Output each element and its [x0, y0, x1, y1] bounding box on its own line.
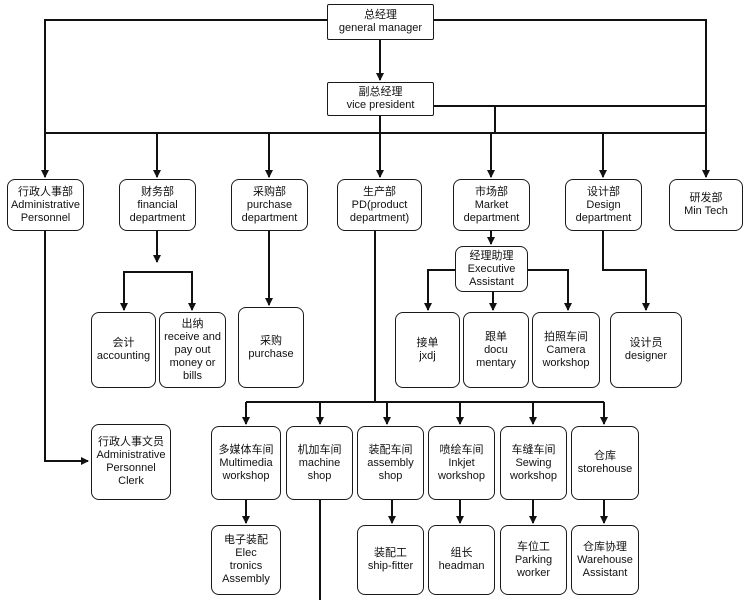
- node-market-department-en: Market department: [463, 198, 520, 224]
- node-rd-department-zh: 研发部: [689, 192, 723, 204]
- node-rd-department-en: Min Tech: [684, 205, 728, 217]
- node-warehouse-assistant-en: Warehouse Assistant: [577, 553, 633, 579]
- node-multimedia-workshop-en: Multimedia workshop: [219, 456, 273, 482]
- node-product-department-en: PD(product department): [349, 198, 410, 224]
- node-ship-fitter-en: ship-fitter: [367, 560, 414, 572]
- node-documentary-en: docu mentary: [476, 343, 516, 369]
- node-admin-personnel-zh: 行政人事部: [18, 185, 73, 198]
- node-assembly-shop: 装配车间 assembly shop: [357, 426, 424, 500]
- node-machine-shop: 机加车间 machine shop: [286, 426, 353, 500]
- node-storehouse-en: storehouse: [577, 463, 633, 475]
- node-market-department-zh: 市场部: [475, 185, 508, 198]
- node-purchase-department-en: purchase department: [241, 198, 298, 224]
- node-designer-en: designer: [624, 350, 668, 362]
- node-machine-shop-zh: 机加车间: [297, 443, 342, 456]
- node-general-manager: 总经理 general manager: [327, 4, 434, 40]
- node-financial-department-en: financial department: [129, 198, 186, 224]
- node-parking-worker-zh: 车位工: [517, 540, 550, 553]
- node-executive-assistant: 经理助理 Executive Assistant: [455, 246, 528, 292]
- node-accounting-en: accounting: [96, 350, 151, 362]
- node-financial-department-zh: 财务部: [141, 185, 174, 198]
- node-storehouse-zh: 仓库: [594, 450, 616, 462]
- node-inkjet-workshop-zh: 喷绘车间: [439, 443, 484, 456]
- node-multimedia-workshop: 多媒体车间 Multimedia workshop: [211, 426, 281, 500]
- node-assembly-shop-zh: 装配车间: [368, 443, 413, 456]
- node-camera-workshop-zh: 拍照车间: [544, 330, 588, 343]
- node-rd-department: 研发部 Min Tech: [669, 179, 743, 231]
- node-general-manager-en: general manager: [338, 22, 423, 34]
- node-parking-worker: 车位工 Parking worker: [500, 525, 567, 595]
- node-design-department: 设计部 Design department: [565, 179, 642, 231]
- node-sewing-workshop: 车缝车间 Sewing workshop: [500, 426, 567, 500]
- node-vice-president-en: vice president: [346, 99, 415, 111]
- node-warehouse-assistant: 仓库协理 Warehouse Assistant: [571, 525, 639, 595]
- node-camera-workshop-en: Camera workshop: [542, 343, 590, 369]
- node-purchase-department-zh: 采购部: [253, 185, 286, 198]
- node-electronics-assembly-zh: 电子装配: [224, 534, 268, 546]
- node-headman-zh: 组长: [450, 547, 473, 559]
- node-camera-workshop: 拍照车间 Camera workshop: [532, 312, 600, 388]
- node-jxdj-en: jxdj: [419, 350, 436, 362]
- node-inkjet-workshop-en: Inkjet workshop: [437, 456, 486, 482]
- node-cashier-en: receive and pay out money or bills: [164, 330, 221, 382]
- node-purchase-en: purchase: [248, 347, 294, 360]
- node-accounting-zh: 会计: [112, 337, 135, 349]
- node-designer-zh: 设计员: [629, 337, 663, 349]
- node-purchase-zh: 采购: [260, 334, 282, 347]
- node-sewing-workshop-zh: 车缝车间: [511, 443, 556, 456]
- node-market-department: 市场部 Market department: [453, 179, 530, 231]
- node-inkjet-workshop: 喷绘车间 Inkjet workshop: [428, 426, 495, 500]
- node-cashier-zh: 出纳: [181, 317, 204, 330]
- node-product-department-zh: 生产部: [363, 185, 396, 198]
- node-multimedia-workshop-zh: 多媒体车间: [218, 443, 274, 456]
- node-sewing-workshop-en: Sewing workshop: [509, 456, 558, 482]
- node-documentary-zh: 跟单: [485, 330, 507, 343]
- node-storehouse: 仓库 storehouse: [571, 426, 639, 500]
- node-design-department-en: Design department: [575, 198, 632, 224]
- node-documentary: 跟单 docu mentary: [463, 312, 529, 388]
- node-jxdj: 接单 jxdj: [395, 312, 460, 388]
- node-admin-clerk: 行政人事文员 Administrative Personnel Clerk: [91, 424, 171, 500]
- node-accounting: 会计 accounting: [91, 312, 156, 388]
- node-headman: 组长 headman: [428, 525, 495, 595]
- node-vice-president: 副总经理 vice president: [327, 82, 434, 116]
- node-ship-fitter: 装配工 ship-fitter: [357, 525, 424, 595]
- node-product-department: 生产部 PD(product department): [337, 179, 422, 231]
- node-purchase: 采购 purchase: [238, 307, 304, 388]
- node-general-manager-zh: 总经理: [364, 9, 397, 21]
- node-electronics-assembly: 电子装配 Elec tronics Assembly: [211, 525, 281, 595]
- node-design-department-zh: 设计部: [587, 185, 620, 198]
- node-designer: 设计员 designer: [610, 312, 682, 388]
- node-admin-clerk-zh: 行政人事文员: [98, 436, 164, 448]
- node-executive-assistant-zh: 经理助理: [469, 249, 514, 262]
- node-warehouse-assistant-zh: 仓库协理: [583, 540, 627, 553]
- node-jxdj-zh: 接单: [416, 337, 439, 349]
- node-purchase-department: 采购部 purchase department: [231, 179, 308, 231]
- node-financial-department: 财务部 financial department: [119, 179, 196, 231]
- node-headman-en: headman: [438, 560, 485, 572]
- node-vice-president-zh: 副总经理: [358, 86, 403, 98]
- node-ship-fitter-zh: 装配工: [374, 547, 407, 559]
- node-executive-assistant-en: Executive Assistant: [467, 262, 516, 288]
- node-assembly-shop-en: assembly shop: [367, 456, 414, 482]
- node-parking-worker-en: Parking worker: [514, 553, 553, 579]
- node-admin-clerk-en: Administrative Personnel Clerk: [96, 449, 166, 487]
- node-electronics-assembly-en: Elec tronics Assembly: [222, 547, 270, 585]
- node-admin-personnel: 行政人事部 Administrative Personnel: [7, 179, 84, 231]
- node-cashier: 出纳 receive and pay out money or bills: [159, 312, 226, 388]
- node-machine-shop-en: machine shop: [298, 456, 341, 482]
- node-admin-personnel-en: Administrative Personnel: [10, 198, 81, 224]
